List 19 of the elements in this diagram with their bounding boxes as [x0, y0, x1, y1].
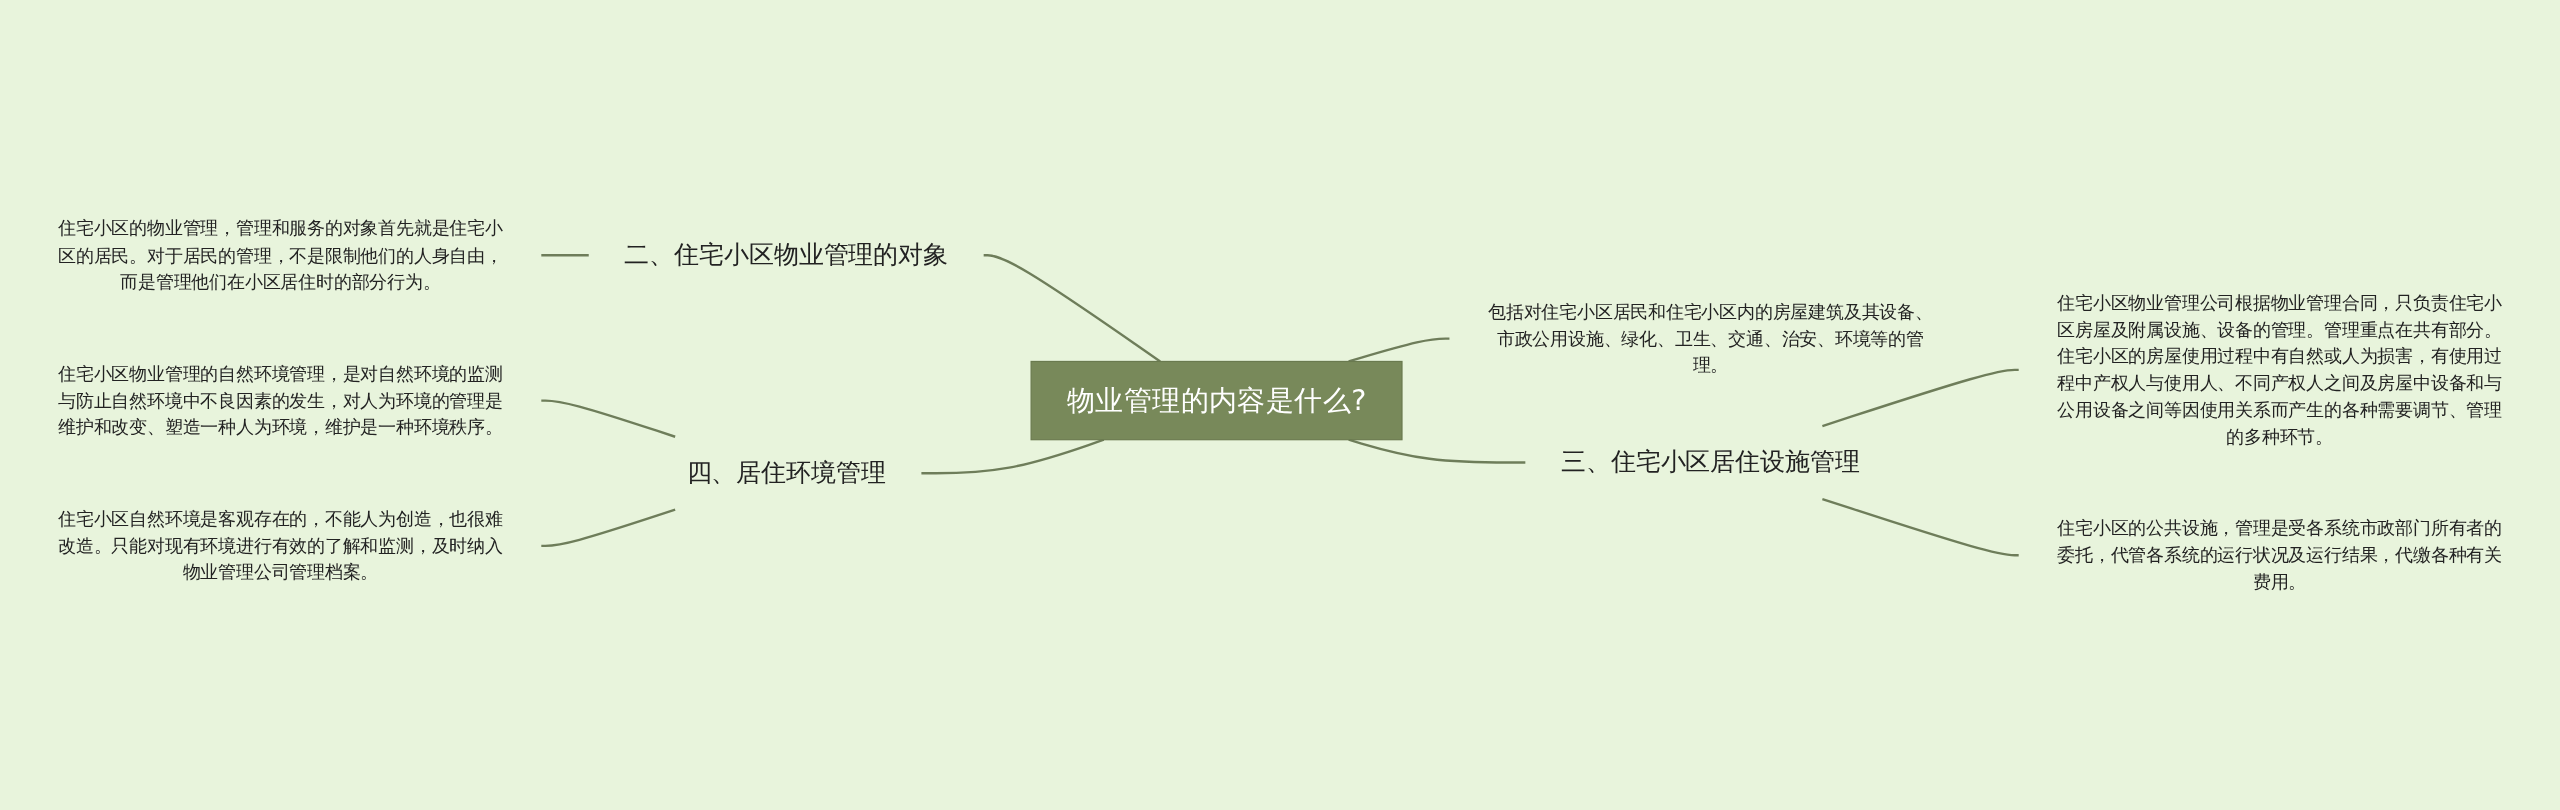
connector — [541, 253, 589, 257]
node-box: 物业管理的内容是什么? — [1030, 360, 1403, 441]
node-text: 二、住宅小区物业管理的对象 — [624, 239, 949, 269]
node-text: 住宅小区的公共设施，管理是受各系统市政部门所有者的委托，代管各系统的运行状况及运行结果，代缴各种有关费用。 — [2057, 517, 2502, 593]
connector — [1822, 368, 2019, 427]
connector — [1348, 337, 1450, 363]
connector — [541, 399, 676, 438]
node-text: 四、居住环境管理 — [686, 457, 886, 487]
connector — [921, 438, 1105, 475]
node-text: 住宅小区物业管理的自然环境管理，是对自然环境的监测与防止自然环境中不良因素的发生，对人为环境的管理是维护和改变、塑造一种人为环境，维护是一种环境秩序。 — [58, 362, 503, 438]
connector — [1822, 497, 2019, 557]
node-text: 三、住宅小区居住设施管理 — [1560, 447, 1860, 476]
node-text: 住宅小区物业管理公司根据物业管理合同，只负责住宅小区房屋及附属设施、设备的管理。管理重点在共有部分。住宅小区的房屋使用过程中有自然或人为损害，有使用过程中产权人与使用人、不同产权人之间及房屋中设备和与公用设备之间等因使用关系而产生的各种需要调节、管理的多种环节。 — [2057, 291, 2502, 447]
node-text: 住宅小区的物业管理，管理和服务的对象首先就是住宅小区的居民。对于居民的管理，不是限制他们的人身自由，而是管理他们在小区居住时的部分行为。 — [58, 217, 503, 293]
connector — [1348, 438, 1526, 464]
connector — [541, 508, 676, 547]
node-text: 住宅小区自然环境是客观存在的，不能人为创造，也很难改造。只能对现有环境进行有效的了解和监测，及时纳入物业管理公司管理档案。 — [58, 507, 503, 583]
node-text: 包括对住宅小区居民和住宅小区内的房屋建筑及其设备、市政公用设施、绿化、卫生、交通、治安、环境等的管理。 — [1487, 300, 1933, 376]
connector — [983, 253, 1161, 363]
